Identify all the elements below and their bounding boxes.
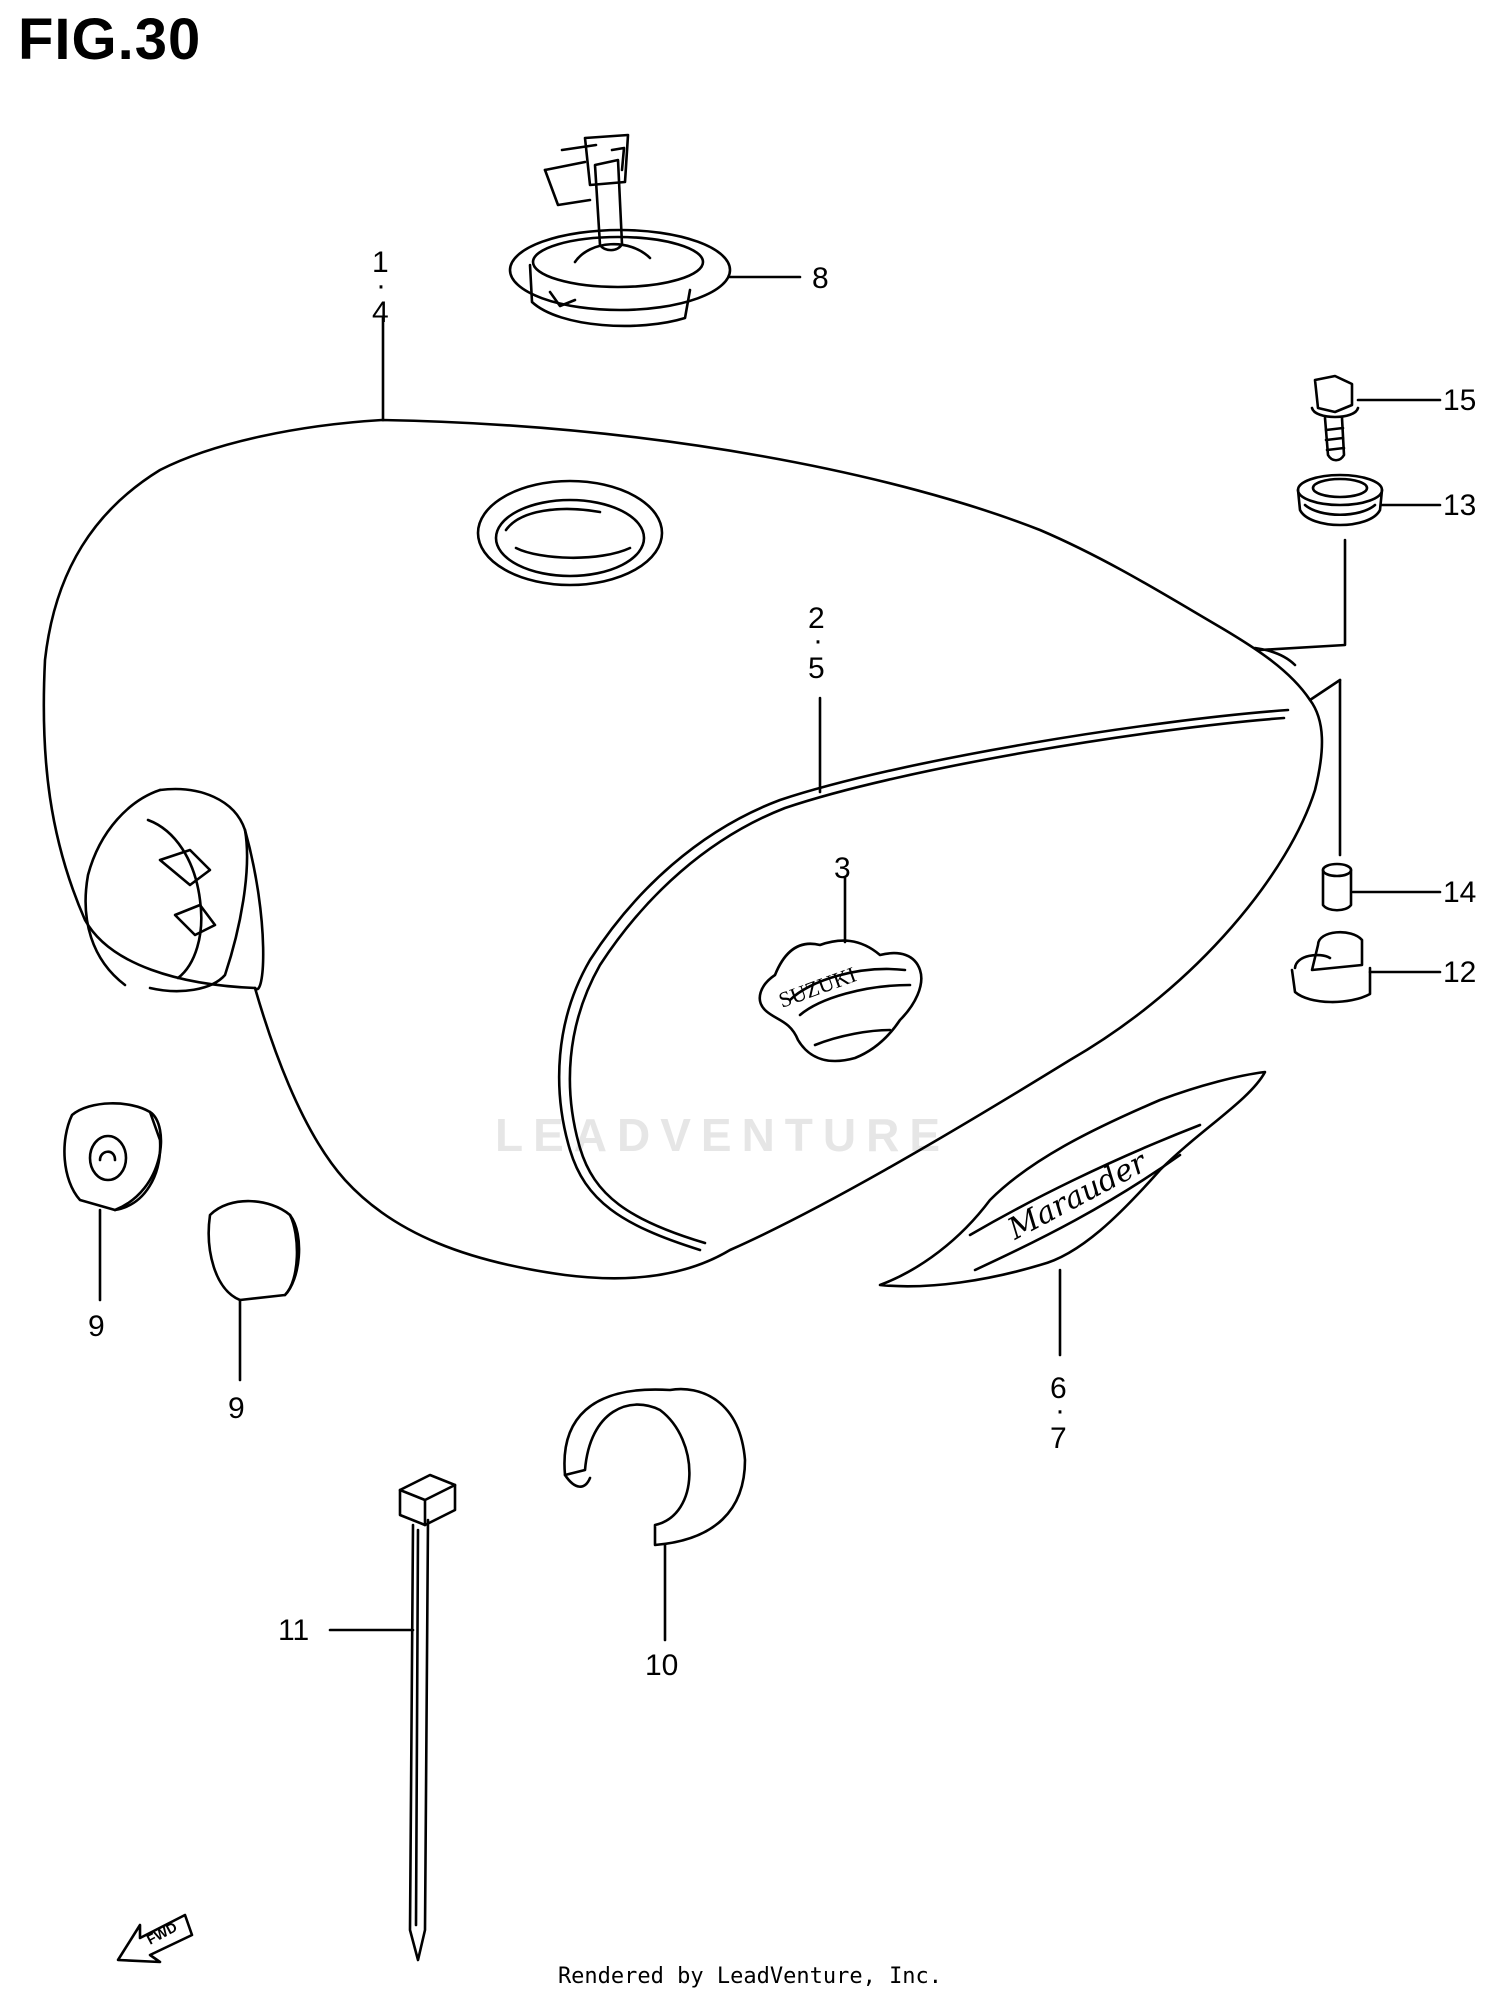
fuel-tank: [42, 418, 1324, 1280]
suzuki-emblem: [758, 939, 923, 1063]
render-credit-footer: Rendered by LeadVenture, Inc.: [557, 1964, 943, 1989]
callout-5: 5: [808, 652, 825, 685]
callout-8: 8: [812, 262, 829, 295]
callout-7: 7: [1050, 1422, 1067, 1455]
callout-6: 6: [1050, 1372, 1067, 1405]
badge-script-text: Marauder: [1001, 1144, 1154, 1247]
callout-1: 1: [372, 246, 389, 279]
callout-2: 2: [808, 602, 825, 635]
watermark: LEADVENTURE: [495, 1109, 951, 1161]
callout-4: 4: [372, 296, 389, 329]
callout-dot-1-4: ·: [376, 269, 386, 302]
callout-14: 14: [1443, 876, 1476, 909]
callout-dot-2-5: ·: [813, 624, 823, 657]
grommet-13: [1296, 473, 1384, 527]
cushion-9a: [63, 1102, 163, 1212]
callout-12: 12: [1443, 956, 1476, 989]
marauder-badge: [878, 1070, 1267, 1288]
callout-15: 15: [1443, 384, 1476, 417]
fuel-cap-with-key: [508, 133, 732, 328]
cushion-9b: [207, 1199, 301, 1302]
callout-11: 11: [278, 1614, 309, 1647]
bolt: [1310, 374, 1360, 462]
callout-9b: 9: [228, 1392, 245, 1425]
forward-arrow-icon: [116, 1913, 194, 1964]
figure-title: FIG.30: [18, 7, 202, 72]
callout-9a: 9: [88, 1310, 105, 1343]
callout-dot-6-7: ·: [1055, 1394, 1065, 1427]
cable-tie: [398, 1473, 457, 1962]
leader-line-14-tank: [1308, 678, 1342, 702]
leader-line-13-tank: [1258, 538, 1347, 652]
callout-3: 3: [834, 852, 851, 885]
cushion-12: [1290, 930, 1372, 1004]
callout-10: 10: [645, 1649, 678, 1682]
cushion-10: [563, 1387, 747, 1547]
collar: [1321, 862, 1353, 912]
callout-13: 13: [1443, 489, 1476, 522]
